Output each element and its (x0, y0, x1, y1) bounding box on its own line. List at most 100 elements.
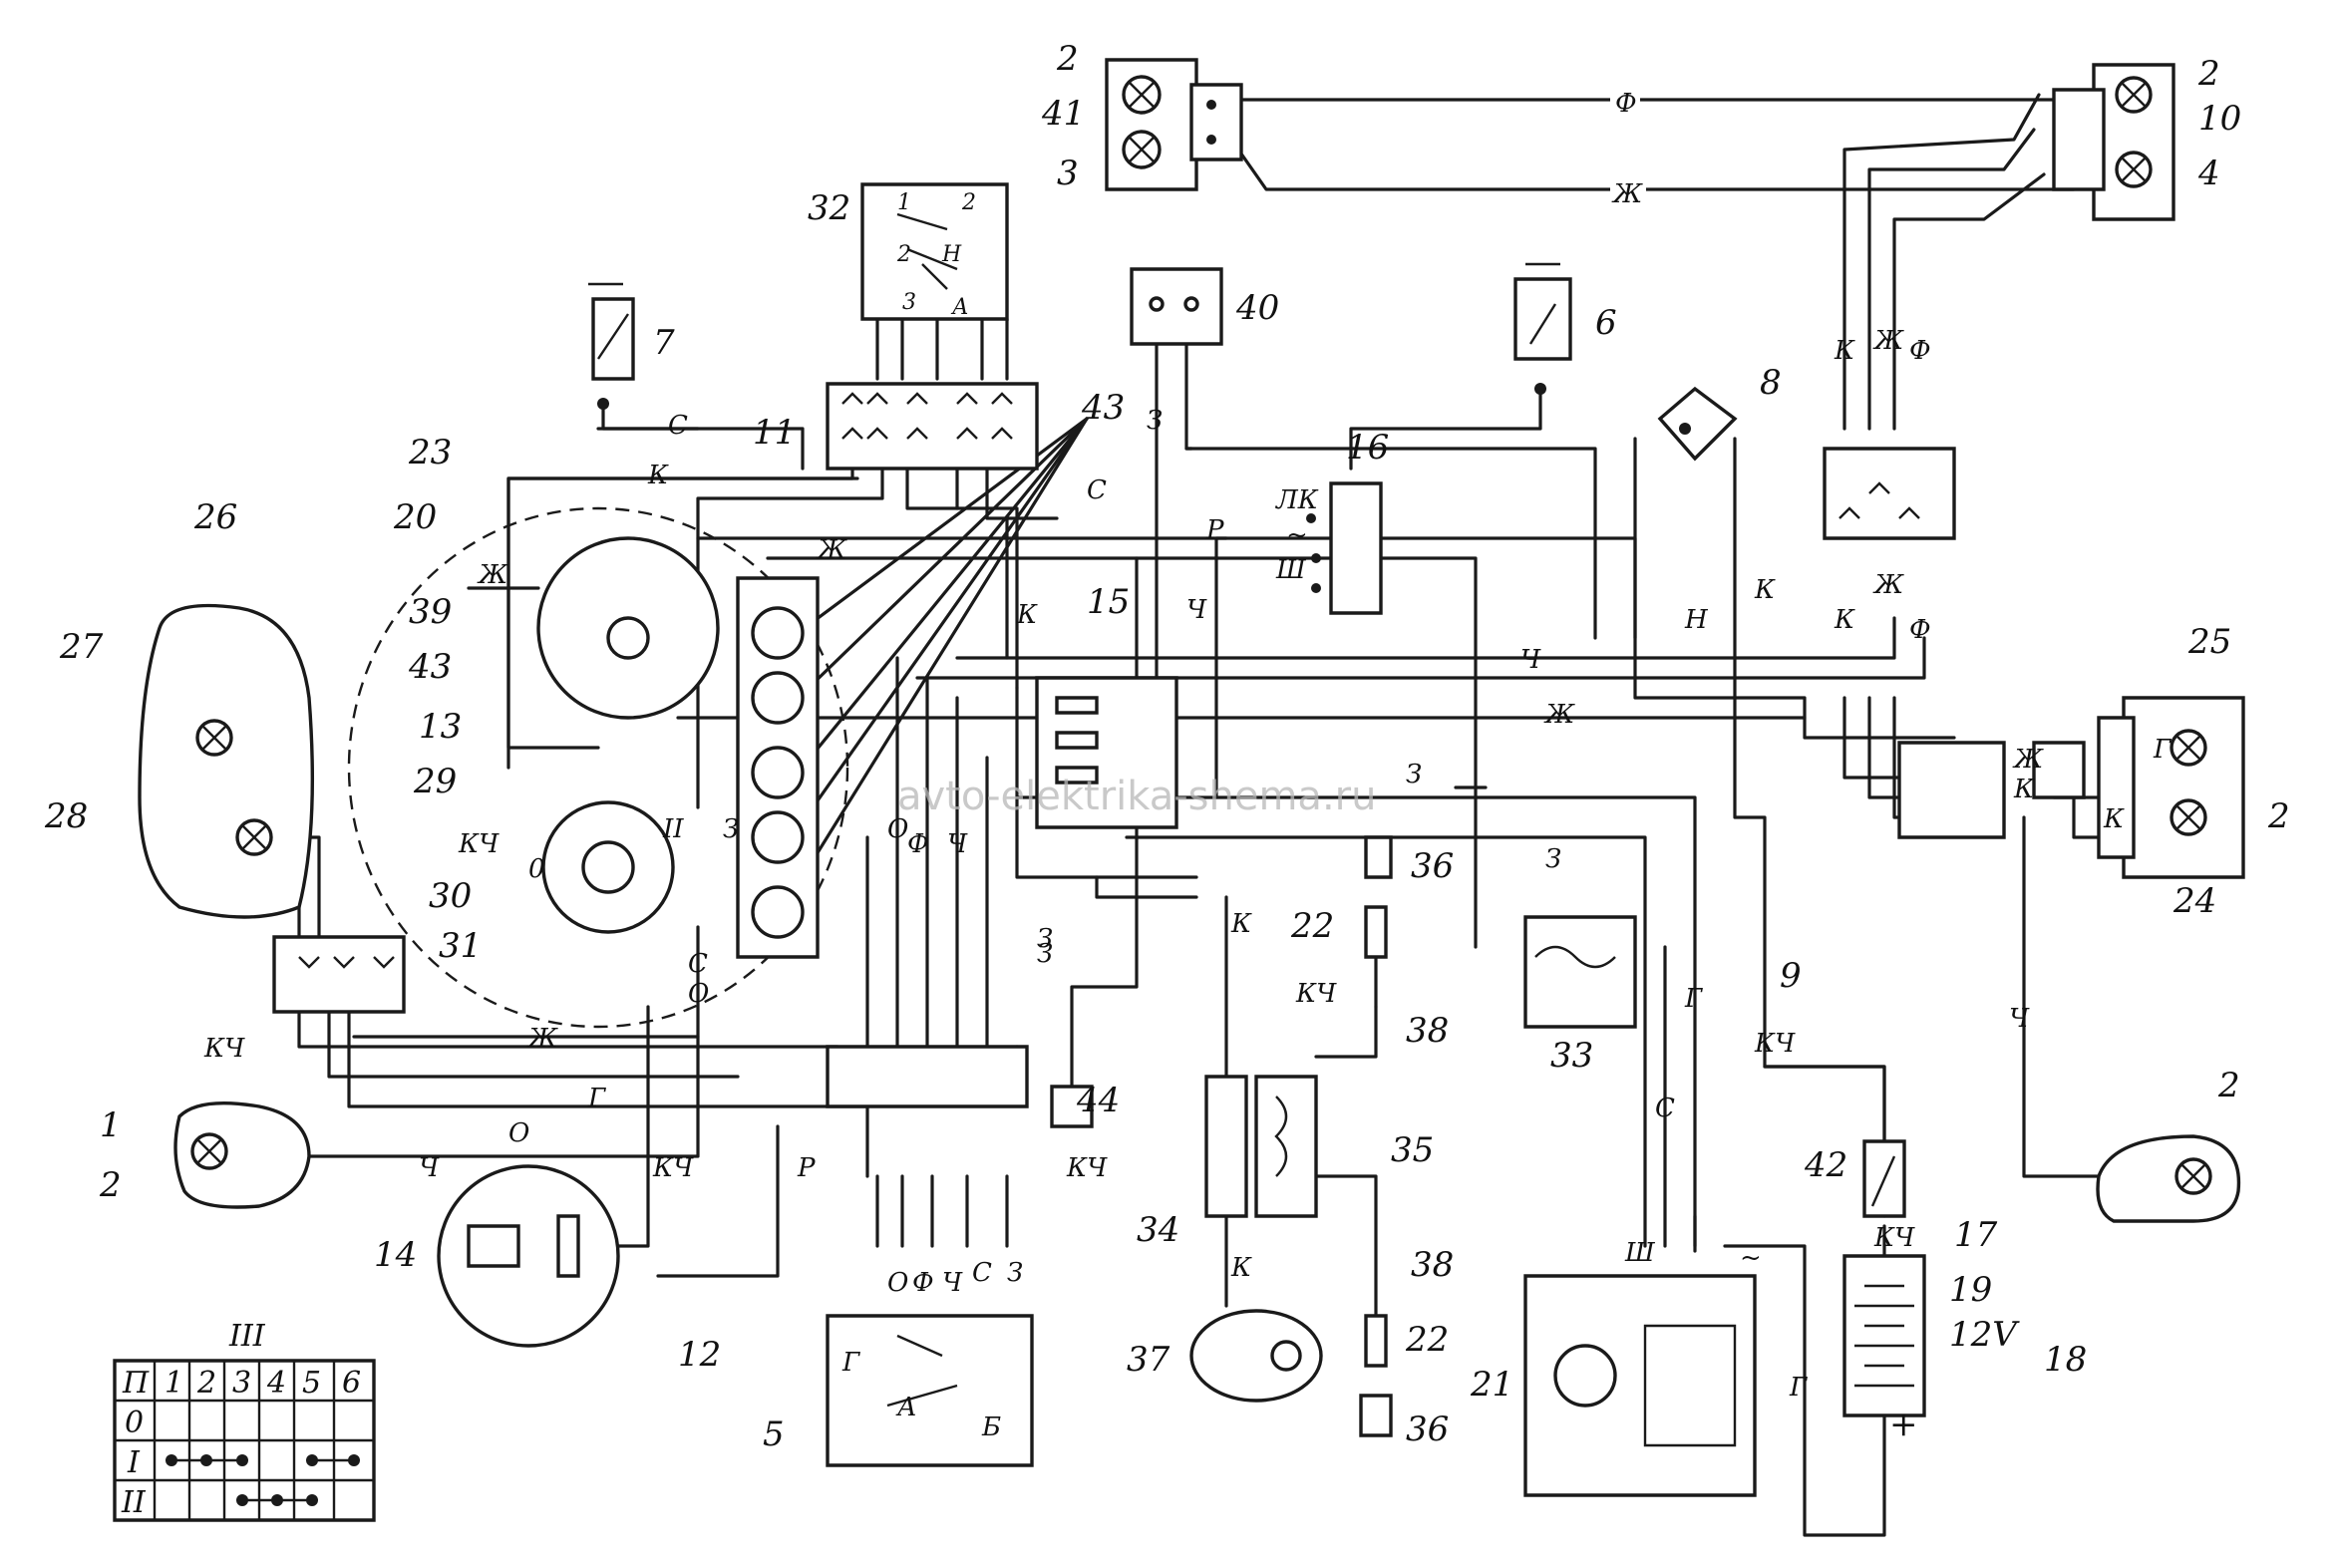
switch-table-header-3: 3 (232, 1366, 251, 1401)
num-7: 7 (653, 323, 675, 363)
connector-left (272, 935, 406, 1014)
lamp-1 (173, 1101, 311, 1209)
switch-table-header-4: 4 (266, 1366, 286, 1401)
relay-16-terminal-lk: ЛК (1274, 485, 1319, 515)
num-22-top: 22 (1290, 906, 1334, 946)
wire-label-z-2: З (1406, 760, 1422, 789)
switch-table-header-2: 2 (196, 1366, 216, 1401)
num-17: 17 (1954, 1215, 1998, 1255)
num-41: 41 (1041, 94, 1085, 134)
wire-label-k-r2: К (1834, 605, 1855, 635)
lamp-18 (2096, 1134, 2241, 1223)
wire-label-r-5: Р (797, 1153, 816, 1183)
wire-label-ch-mid: Ч (947, 829, 968, 859)
component-40 (1130, 267, 1223, 346)
num-28: 28 (44, 796, 88, 836)
num-34: 34 (1137, 1210, 1179, 1250)
wire-label-zh-r2: Ж (1872, 570, 1904, 600)
sender-8 (1657, 386, 1738, 462)
wire-label-z-5: З (1037, 939, 1053, 969)
wire-label-s-1: С (668, 411, 688, 441)
wire-label-s-31: С (688, 949, 708, 979)
switch-32: 1 2 2 3 Н А (860, 182, 1009, 321)
wire-label-o-31: О (688, 979, 709, 1009)
num-38-bottom: 38 (1411, 1245, 1454, 1285)
switch-32-pin3: 3 (902, 290, 916, 315)
wire-label-o-5: О (887, 1268, 908, 1298)
num-14: 14 (374, 1235, 417, 1275)
num-10: 10 (2198, 99, 2241, 139)
num-4: 4 (2197, 154, 2220, 193)
wire-label-zh-top: Ж (1611, 179, 1643, 209)
wire-label-kch-5: КЧ (1066, 1153, 1108, 1183)
wire-label-s-21: С (1655, 1094, 1675, 1123)
wire-label-r-1: Р (1205, 515, 1224, 545)
wire-label-g-bottom: Г (587, 1084, 606, 1113)
wire-label-g-5: Г (841, 1348, 860, 1378)
breaker-37 (1189, 1309, 1323, 1403)
connector-kch (1050, 1085, 1094, 1128)
wire-label-g-21: Г (1684, 984, 1703, 1014)
num-35: 35 (1391, 1130, 1434, 1170)
num-9: 9 (1780, 956, 1802, 996)
switch-table-row-0: 0 (125, 1406, 144, 1440)
wire-label-g-24: Г (2153, 735, 2172, 765)
wire-label-k-35: К (1230, 909, 1252, 939)
num-39: 39 (409, 592, 452, 632)
num-22-bottom: 22 (1405, 1320, 1449, 1360)
wire-label-ch-5: Ч (942, 1268, 963, 1298)
wire-label-z-mid: З (723, 814, 739, 844)
num-32: 32 (808, 188, 850, 228)
wire-label-z-4: З (1037, 924, 1053, 954)
switch-table-row-i: I (127, 1445, 141, 1480)
switch-32-pin1: 1 (897, 190, 911, 215)
wire-label-k-2: К (1016, 600, 1038, 630)
component-33 (1523, 915, 1637, 1029)
ignition-mark-0: 0 (528, 854, 545, 884)
spark-plug-top (1364, 835, 1393, 959)
fuse-box-15 (1035, 676, 1178, 829)
num-11: 11 (753, 413, 796, 453)
switch-table-header-1: 1 (165, 1366, 183, 1401)
relay-16-terminal-sh: Ш (1275, 555, 1307, 585)
generator-21 (1523, 1274, 1757, 1497)
num-1: 1 (100, 1105, 122, 1145)
switch-table-header-5: 5 (302, 1366, 321, 1401)
wire-label-o-bottom: О (508, 1118, 529, 1148)
wire-label-k-8: К (1754, 575, 1776, 605)
ignition-mark-ii: II (662, 814, 684, 844)
wire-label-ch-18: Ч (2009, 1004, 2030, 1034)
num-8: 8 (1760, 363, 1782, 403)
num-15: 15 (1087, 582, 1130, 622)
num-2-left: 2 (99, 1165, 122, 1205)
wire-label-zh-long: Ж (1543, 700, 1575, 730)
wire-label-k-34: К (1230, 1253, 1252, 1283)
num-42: 42 (1804, 1145, 1847, 1185)
switch-table-header-p: П (122, 1366, 150, 1401)
wire-label-ch-1: Ч (419, 1153, 440, 1183)
wire-label-z-3: З (1545, 844, 1561, 874)
switch-32-pin2b: 2 (896, 242, 911, 267)
battery-plus: + (1889, 1405, 1918, 1444)
switch-table-title: III (228, 1319, 266, 1354)
wire-label-z-40: З (1147, 406, 1163, 436)
wire-label-k-24: К (2013, 775, 2035, 804)
switch-table-row-ii: II (121, 1485, 147, 1520)
num-24: 24 (2173, 881, 2216, 921)
num-44: 44 (1076, 1081, 1120, 1120)
relay-16-terminal-ac: ~ (1286, 520, 1308, 550)
switch-table-iii: III П 1 2 3 4 5 6 0 I II (113, 1319, 376, 1522)
wire-label-k-1: К (647, 461, 669, 490)
lamp-10 (2052, 63, 2175, 221)
wire-label-zh-bottom: Ж (526, 1024, 558, 1054)
rear-lamp-41 (1105, 58, 1243, 191)
wire-label-kch-30: КЧ (458, 829, 500, 859)
num-33: 33 (1550, 1036, 1593, 1076)
num-13: 13 (419, 707, 462, 747)
wire-label-k-24b: К (2103, 804, 2125, 834)
wire-label-kch-9: КЧ (1754, 1029, 1796, 1059)
switch-32-terminal-n: Н (941, 242, 962, 267)
ignition-switch-30: 0 II (528, 800, 684, 934)
wire-label-f-top: Ф (1615, 89, 1637, 119)
